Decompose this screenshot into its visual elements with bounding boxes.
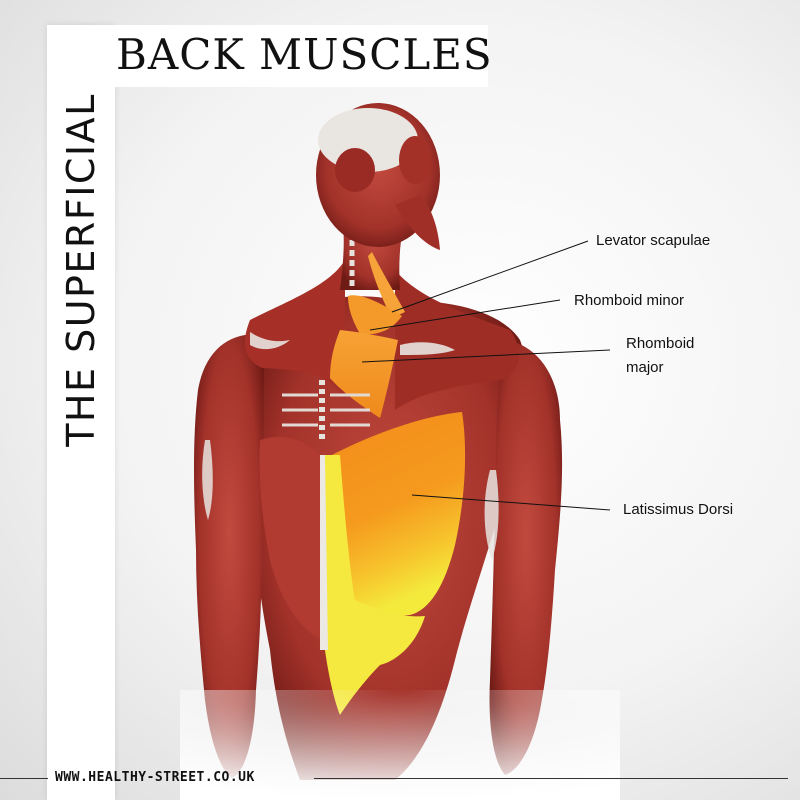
left-elbow-tendon <box>202 440 213 520</box>
rhomboid-minor-leader <box>369 299 561 331</box>
side-banner <box>47 25 115 800</box>
trapezius-muscle <box>244 260 345 400</box>
footer-divider-left <box>0 778 48 779</box>
left-arm-muscle <box>194 334 265 778</box>
right-trapezius-muscle <box>395 270 519 410</box>
latissimus-dorsi-highlight <box>330 412 466 616</box>
rhomboid-major-leader <box>361 349 611 363</box>
levator-scapulae-highlight <box>368 252 405 318</box>
right-elbow-tendon <box>484 470 499 560</box>
page-title: BACK MUSCLES <box>116 30 493 79</box>
left-shoulder-tendon <box>250 332 290 350</box>
jaw-muscle <box>395 195 440 250</box>
rhomboid-major-highlight <box>330 330 398 418</box>
ear-muscle <box>399 136 431 184</box>
rib-detail <box>282 393 370 427</box>
label-latissimus-dorsi: Latissimus Dorsi <box>623 501 734 518</box>
thoracolumbar-fascia-highlight <box>318 455 425 715</box>
left-latissimus-muscle <box>259 436 322 640</box>
levator-scapulae-leader <box>391 240 589 313</box>
left-fascia <box>320 455 328 650</box>
label-levator-scapulae: Levator scapulae <box>596 232 711 249</box>
rhomboid-minor-highlight <box>348 295 402 335</box>
latissimus-dorsi-leader <box>411 494 611 511</box>
title-banner <box>112 25 488 87</box>
label-rhomboid-major-line1: Rhomboid <box>626 335 695 352</box>
right-arm-muscle <box>489 340 563 775</box>
occipital-muscle <box>335 148 375 192</box>
right-shoulder-tendon <box>400 342 455 355</box>
label-rhomboid-major-line2: major <box>626 359 664 376</box>
label-rhomboid-minor: Rhomboid minor <box>574 292 685 309</box>
lower-fade <box>180 690 620 800</box>
footer-website: WWW.HEALTHY-STREET.CO.UK <box>55 770 255 785</box>
footer-divider-right <box>314 778 788 779</box>
